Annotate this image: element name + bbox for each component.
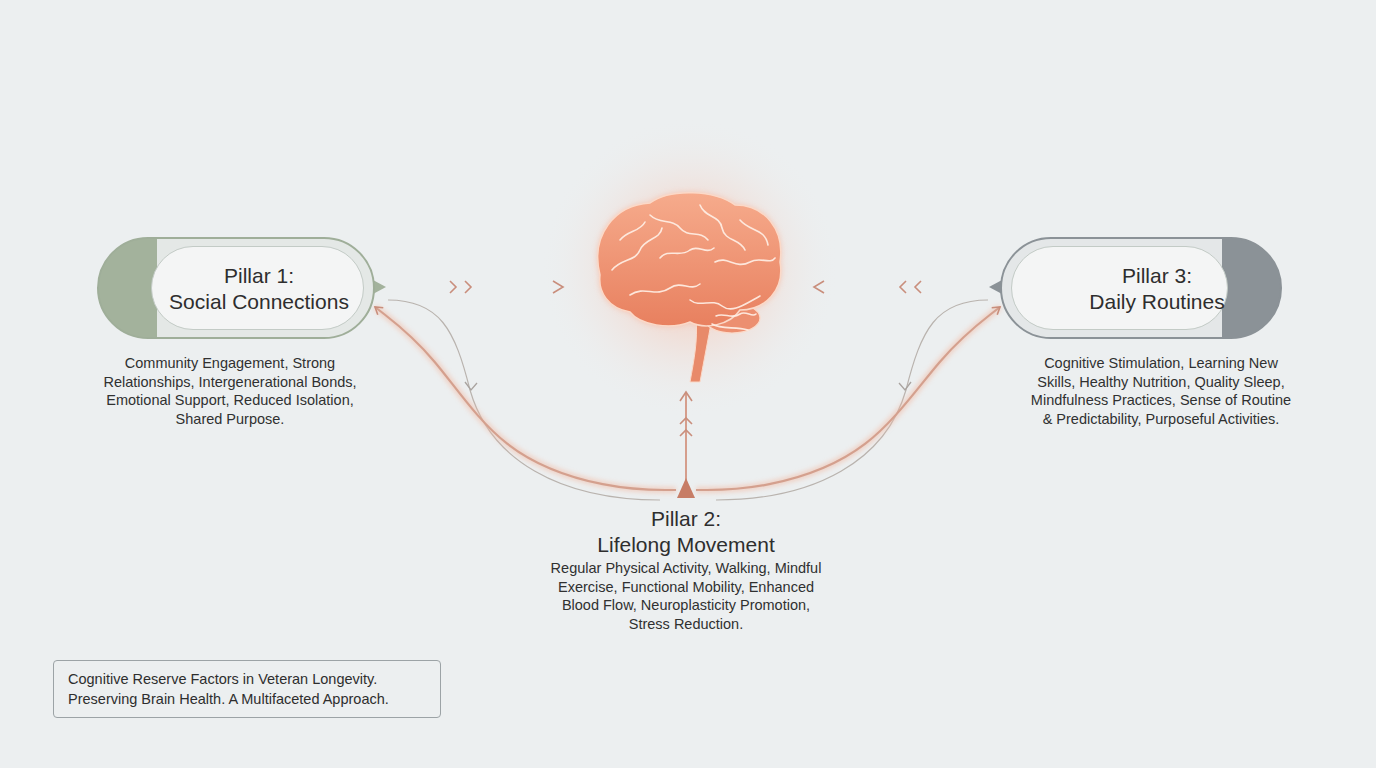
brain-fold: [612, 228, 662, 270]
pillar-node: Pillar 3: Daily RoutinesCognitive Stimul…: [1000, 237, 1288, 450]
arrow-head: [450, 281, 563, 293]
pillar-node: Pillar 2: Lifelong MovementRegular Physi…: [536, 490, 836, 655]
pillar-heading: Pillar 1: Social Connections: [149, 263, 369, 315]
caption-box: Cognitive Reserve Factors in Veteran Lon…: [53, 660, 441, 718]
body-block: Regular Physical Activity, Walking, Mind…: [541, 559, 831, 633]
arrow-head: [814, 281, 921, 293]
arrow-head: [680, 392, 692, 436]
arrow-head: [465, 382, 477, 390]
brain-fold: [740, 220, 768, 245]
connector-glow: [375, 307, 676, 490]
pillar-pill: Pillar 3: Daily Routines: [1000, 237, 1282, 339]
flow-curve: [716, 300, 988, 500]
wrap-spacer: [149, 263, 209, 281]
brain-fold: [712, 324, 748, 330]
brain-fold: [620, 222, 645, 240]
arrow-head: [899, 382, 911, 390]
arrow-line: [685, 393, 687, 480]
brain-fold: [715, 258, 775, 264]
pill-inner: [1011, 246, 1228, 330]
brain-fold: [716, 313, 756, 316]
flow-connector: [375, 307, 676, 490]
pillar-node: Pillar 1: Social ConnectionsCommunity En…: [97, 237, 375, 450]
wrap-spacer: [576, 506, 636, 524]
pill-inner: [151, 246, 364, 330]
wrap-spacer: [736, 506, 796, 524]
body-block: Community Engagement, Strong Relationshi…: [100, 354, 360, 428]
brain-fold: [660, 248, 714, 258]
body-block: Cognitive Stimulation, Learning New Skil…: [1030, 354, 1292, 428]
pillar-heading: Pillar 3: Daily Routines: [1047, 263, 1267, 315]
brain-fold: [650, 215, 708, 240]
junction-triangle: [677, 478, 695, 498]
flow-curve: [388, 300, 660, 500]
wrap-spacer: [1207, 263, 1267, 281]
pillar-pill: Pillar 1: Social Connections: [97, 237, 375, 339]
brain-fold: [690, 296, 760, 309]
wrap-spacer: [309, 263, 369, 281]
connector-glow: [696, 307, 1000, 490]
brain-stem: [690, 318, 712, 382]
pillar-description: Regular Physical Activity, Walking, Mind…: [541, 559, 831, 633]
brain-glow: [540, 118, 840, 418]
arrow-line: [386, 286, 562, 288]
wrap-spacer: [1047, 263, 1107, 281]
brain-cerebrum: [598, 193, 781, 326]
brain-fold: [700, 205, 745, 250]
pillar-description: Community Engagement, Strong Relationshi…: [100, 354, 360, 428]
pillar-heading: Pillar 2: Lifelong Movement: [576, 506, 796, 558]
brain-fold: [630, 284, 700, 295]
brain-gyri: [612, 205, 775, 330]
brain-halo: [598, 193, 781, 326]
pillar-description: Cognitive Stimulation, Learning New Skil…: [1030, 354, 1292, 428]
flow-connector: [696, 307, 1000, 490]
